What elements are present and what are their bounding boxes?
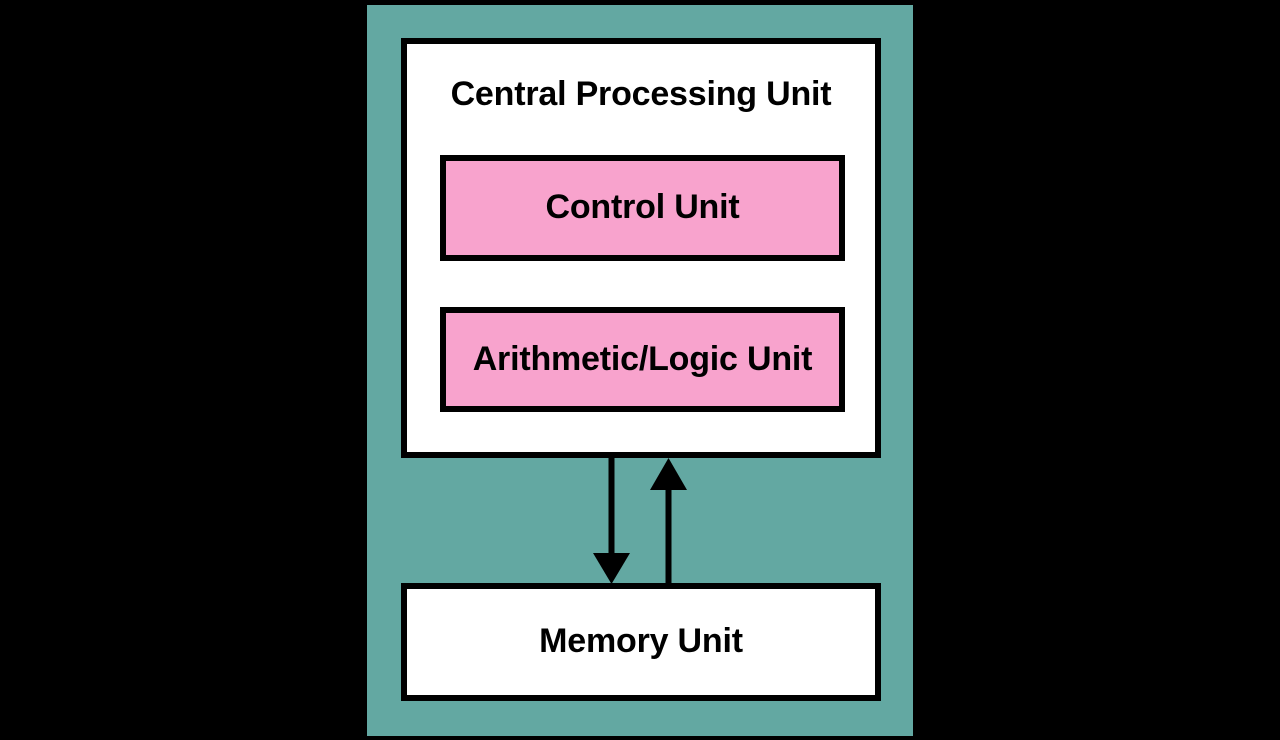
memory-unit-block[interactable]: Memory Unit (401, 583, 881, 701)
memory-unit-block-label: Memory Unit (539, 622, 743, 661)
control-unit-block-label: Control Unit (545, 188, 740, 227)
control-unit-block[interactable]: Control Unit (440, 155, 845, 261)
arithmetic-logic-unit-block[interactable]: Arithmetic/Logic Unit (440, 307, 845, 412)
cpu-block-label: Central Processing Unit (450, 75, 832, 113)
arithmetic-logic-unit-block-label: Arithmetic/Logic Unit (472, 339, 813, 378)
